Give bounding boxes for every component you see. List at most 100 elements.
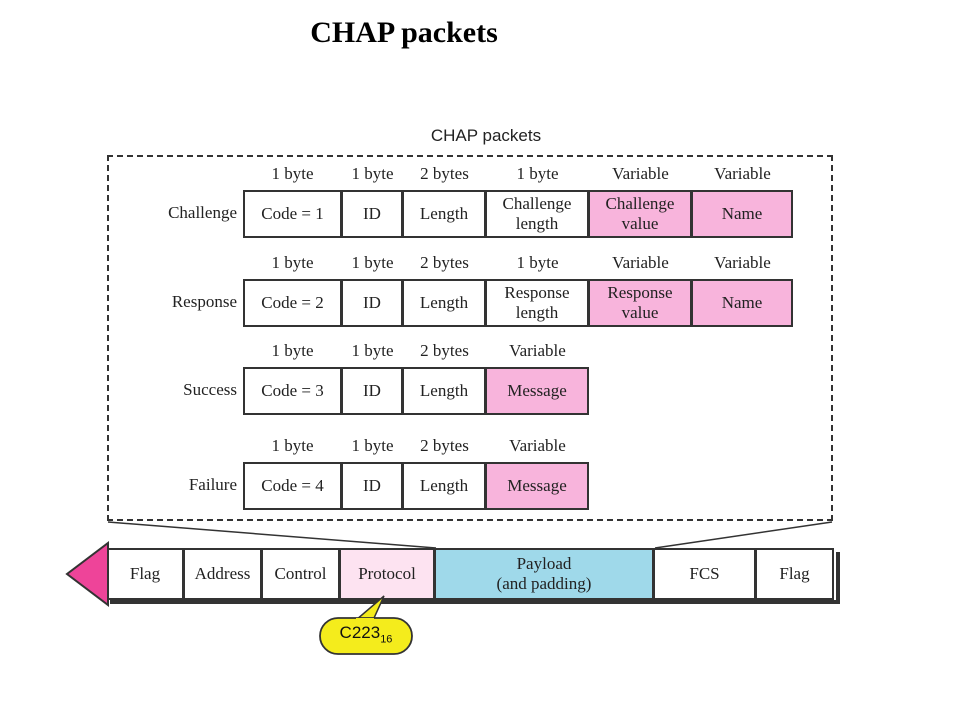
page-title: CHAP packets — [310, 16, 498, 49]
frame-field-line1: Flag — [129, 564, 161, 583]
packet-field: Code = 4 — [243, 462, 342, 510]
packet-field: Name — [691, 279, 793, 327]
packet-field: Code = 2 — [243, 279, 342, 327]
packet-field-line1: Length — [419, 293, 469, 312]
field-size-label: 2 bytes — [420, 164, 469, 183]
field-size-label: 1 byte — [271, 341, 314, 360]
frame-field-line2: (and padding) — [496, 574, 592, 593]
packet-field-line1: Code = 1 — [261, 204, 324, 223]
field-size-label: Variable — [714, 253, 771, 272]
field-size-label: 2 bytes — [420, 341, 469, 360]
field-size-label: Variable — [612, 164, 669, 183]
packet-field-line1: ID — [363, 476, 381, 495]
packet-field-line1: Code = 3 — [261, 381, 324, 400]
packet-field: Length — [402, 367, 486, 415]
packet-field-line2: value — [621, 214, 659, 233]
packet-field-line1: Length — [419, 204, 469, 223]
packet-field-line1: Name — [721, 204, 763, 223]
packet-field: Code = 3 — [243, 367, 342, 415]
chap-frame-title: CHAP packets — [430, 126, 542, 145]
frame-field-text: Protocol — [358, 564, 416, 584]
row-label: Failure — [188, 475, 237, 494]
chap-packets-frame — [107, 155, 833, 521]
right-connector-line — [654, 521, 833, 549]
protocol-callout-icon — [319, 595, 413, 655]
frame-field: Control — [261, 548, 340, 600]
packet-field-text: Code = 2 — [261, 293, 323, 313]
field-size-label: 1 byte — [516, 253, 559, 272]
packet-field-text: ID — [363, 293, 381, 313]
packet-field: Message — [485, 367, 589, 415]
left-connector-line — [107, 521, 437, 549]
packet-field-line2: length — [515, 214, 559, 233]
packet-field-line1: Response — [504, 283, 570, 302]
packet-field-text: Name — [722, 293, 763, 313]
packet-field-line1: Length — [419, 381, 469, 400]
frame-field-line1: Payload — [516, 554, 572, 573]
packet-field-text: Length — [420, 381, 468, 401]
direction-arrow-icon — [65, 541, 109, 607]
row-label: Response — [171, 292, 237, 311]
packet-field-line2: length — [515, 303, 559, 322]
protocol-callout: C22316 — [320, 623, 412, 645]
packet-field-text: ID — [363, 204, 381, 224]
packet-field-line1: Code = 2 — [261, 293, 324, 312]
frame-field-line1: Flag — [779, 564, 810, 583]
frame-field-text: Address — [195, 564, 251, 584]
field-size-label: Variable — [612, 253, 669, 272]
frame-field-text: Flag — [779, 564, 809, 584]
packet-field-line1: ID — [363, 293, 381, 312]
frame-field: Address — [183, 548, 262, 600]
frame-field-line1: Protocol — [358, 564, 416, 583]
field-size-label: 1 byte — [351, 436, 394, 455]
packet-field: Message — [485, 462, 589, 510]
field-size-label: Variable — [714, 164, 771, 183]
packet-field-text: Message — [507, 381, 566, 401]
packet-field: ID — [341, 279, 403, 327]
frame-field: Flag — [106, 548, 184, 600]
field-size-label: 1 byte — [271, 253, 314, 272]
packet-field: ID — [341, 367, 403, 415]
packet-field-line1: Message — [507, 476, 567, 495]
packet-field-line2: value — [621, 303, 659, 322]
packet-field-line1: Length — [419, 476, 469, 495]
packet-field: Code = 1 — [243, 190, 342, 238]
field-size-label: 1 byte — [271, 164, 314, 183]
packet-field-text: Length — [420, 293, 468, 313]
protocol-value: C223 — [339, 623, 381, 642]
packet-field-line1: Message — [507, 381, 567, 400]
packet-field-line1: Code = 4 — [261, 476, 324, 495]
field-size-label: Variable — [509, 436, 566, 455]
packet-field: ID — [341, 190, 403, 238]
packet-field-text: Code = 4 — [261, 476, 323, 496]
packet-field-line1: ID — [363, 204, 381, 223]
packet-field-text: Length — [420, 476, 468, 496]
frame-field: Flag — [755, 548, 834, 600]
packet-field-text: Name — [722, 204, 763, 224]
packet-field-text: Message — [507, 476, 566, 496]
field-size-label: Variable — [509, 341, 566, 360]
packet-field-text: Length — [420, 204, 468, 224]
packet-field-line1: Challenge — [605, 194, 675, 213]
packet-field: Length — [402, 462, 486, 510]
frame-field-text: Control — [275, 564, 327, 584]
packet-field-line1: Response — [607, 283, 673, 302]
frame-field-line1: FCS — [689, 564, 720, 583]
frame-field-line1: Control — [274, 564, 327, 583]
packet-field: Length — [402, 190, 486, 238]
frame-field: FCS — [653, 548, 756, 600]
protocol-value-base: 16 — [380, 633, 393, 646]
packet-field: Name — [691, 190, 793, 238]
packet-field-text: ID — [363, 381, 381, 401]
field-size-label: 1 byte — [351, 253, 394, 272]
field-size-label: 1 byte — [351, 341, 394, 360]
field-size-label: 1 byte — [516, 164, 559, 183]
packet-field-text: Code = 3 — [261, 381, 323, 401]
frame-field-text: Flag — [130, 564, 160, 584]
frame-shadow-bottom — [110, 600, 840, 604]
